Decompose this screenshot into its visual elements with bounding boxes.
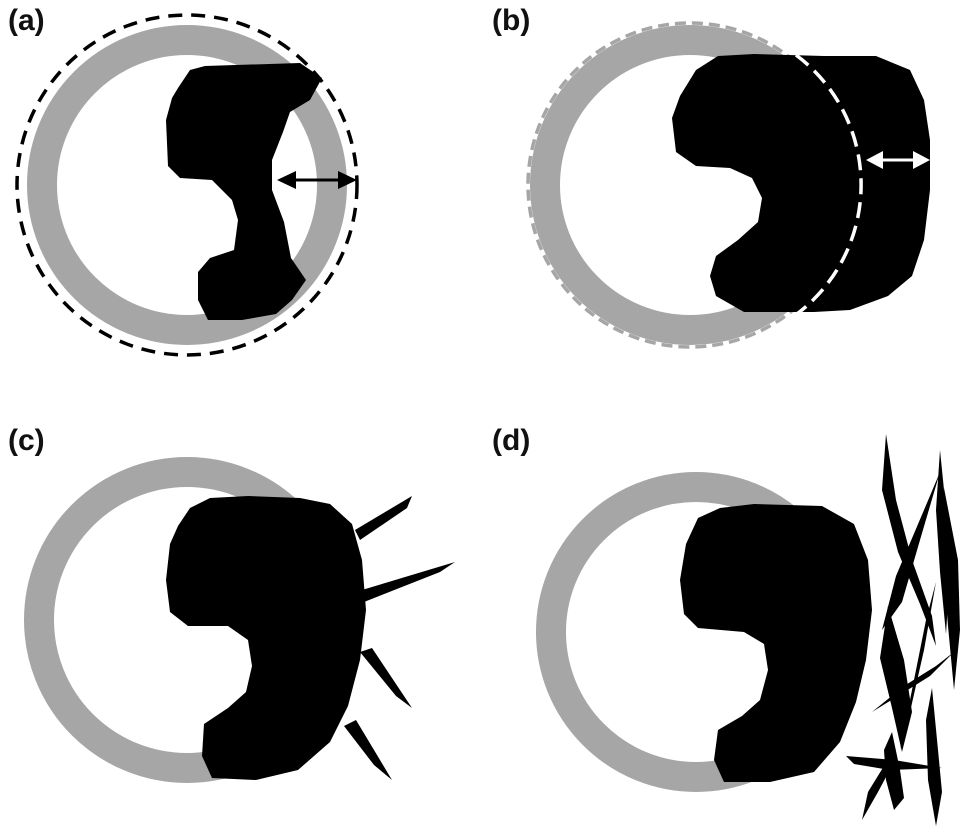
panel-a-diagram [0,0,484,420]
arrowhead-right [338,171,357,189]
black-shape [166,496,366,780]
arrowhead-left [277,171,296,189]
crack-2 [362,562,455,602]
panel-c-diagram [0,420,484,840]
crack-1 [355,496,412,540]
black-shape [672,54,930,312]
crack-4 [344,720,392,780]
panel-b: (b) [484,0,968,420]
panel-d: (d) [484,420,968,840]
panel-a: (a) [0,0,484,420]
dashed-boundary-circle [17,15,357,355]
black-shape [166,63,322,320]
panel-c: (c) [0,420,484,840]
black-shape [680,504,872,782]
panel-d-diagram [484,420,968,840]
fiber-2 [880,606,912,752]
panel-b-diagram [484,0,968,420]
crack-3 [360,648,412,708]
fiber-8 [926,688,942,826]
